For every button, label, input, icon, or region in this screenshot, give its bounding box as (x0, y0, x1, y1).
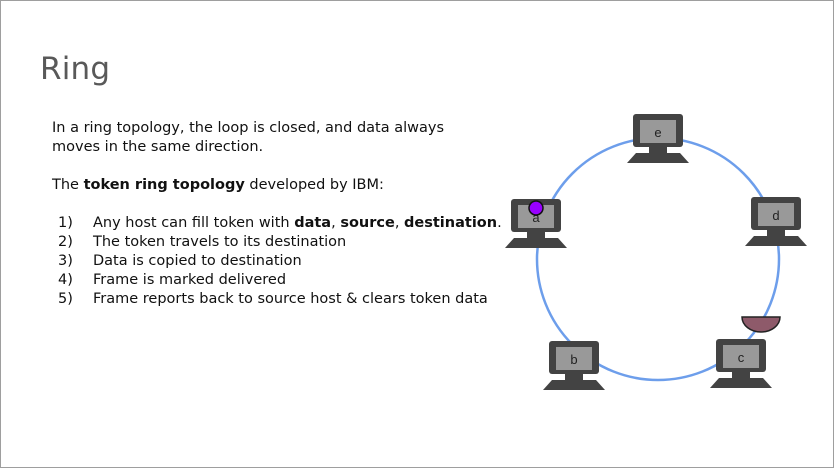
slide-title: Ring (40, 51, 111, 87)
host-computer-e: e (627, 114, 689, 163)
step-text: , (394, 215, 405, 231)
step-number: 1) (58, 215, 73, 231)
token-marker (528, 200, 544, 216)
host-computer-b: b (543, 341, 605, 390)
host-label: d (772, 208, 779, 223)
host-computer-d: d (745, 197, 807, 246)
step-text: The token travels to its destination (93, 234, 347, 250)
step-text: Frame reports back to source host & clea… (93, 291, 488, 307)
step-text: Data is copied to destination (93, 253, 302, 269)
intro-bold: token ring topology (83, 177, 245, 193)
data-frame-marker (741, 316, 781, 333)
step-number: 2) (58, 234, 73, 250)
step-text: Frame is marked delivered (93, 272, 287, 288)
host-label: c (738, 350, 745, 365)
host-label: e (654, 125, 661, 140)
host-label: a (532, 210, 540, 225)
intro-suffix: developed by IBM: (244, 177, 384, 193)
token-ring-intro: The token ring topology developed by IBM… (52, 176, 482, 195)
step-number: 3) (58, 253, 73, 269)
step-item: 4) Frame is marked delivered (52, 271, 482, 290)
step-item: 5) Frame reports back to source host & cl… (52, 290, 488, 309)
step-text: destination (404, 215, 498, 231)
ring-description: In a ring topology, the loop is closed, … (52, 120, 445, 155)
slide-body: In a ring topology, the loop is closed, … (52, 119, 502, 309)
step-text: source (340, 215, 395, 231)
step-item: 2) The token travels to its destination (52, 233, 482, 252)
host-computer-c: c (710, 339, 772, 388)
hosts-group: e d c b a (505, 114, 807, 390)
step-text: , (331, 215, 341, 231)
step-item: 3) Data is copied to destination (52, 252, 482, 271)
host-label: b (570, 352, 577, 367)
step-text: . (497, 215, 502, 231)
intro-prefix: The (52, 177, 84, 193)
step-text: data (294, 215, 332, 231)
step-number: 5) (58, 291, 73, 307)
step-text: Any host can fill token with (93, 215, 295, 231)
host-computer-a: a (505, 199, 567, 248)
steps-list: 1) Any host can fill token with data, sou… (52, 214, 502, 309)
step-item: 1) Any host can fill token with data, sou… (52, 214, 502, 233)
step-number: 4) (58, 272, 73, 288)
